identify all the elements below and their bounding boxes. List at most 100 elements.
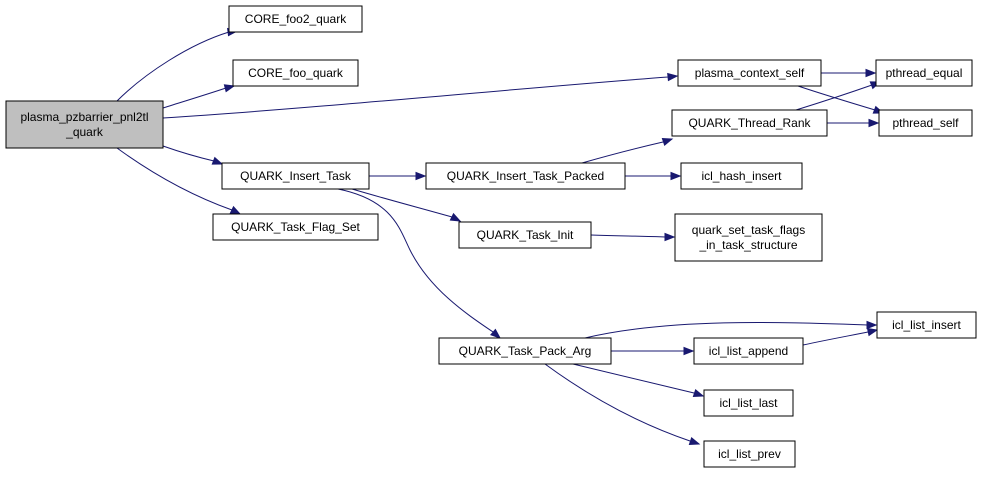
edge-root-to-insert_task (162, 145, 224, 165)
node-box (703, 440, 796, 468)
edge-line (337, 188, 501, 339)
node-set-flags[interactable]: quark_set_task_flags_in_task_structure (674, 213, 823, 262)
node-label: plasma_pzbarrier_pnl2tl (20, 110, 148, 124)
edge-line (797, 85, 884, 114)
node-label: _in_task_structure (698, 238, 797, 252)
edge-thread_rank-to-pthread_self (827, 118, 880, 128)
node-box (677, 59, 822, 87)
node-list-prev[interactable]: icl_list_prev (703, 440, 796, 468)
arrowhead (683, 346, 695, 356)
arrowhead (688, 436, 701, 446)
node-label: icl_hash_insert (701, 169, 782, 183)
edge-pack_arg-to-list_prev (544, 363, 701, 446)
node-pthread-self[interactable]: pthread_self (878, 109, 973, 137)
node-label: icl_list_last (719, 396, 778, 410)
arrowhead (865, 68, 877, 78)
node-label: pthread_equal (886, 66, 963, 80)
node-core-foo[interactable]: CORE_foo_quark (232, 59, 359, 87)
node-core-foo2[interactable]: CORE_foo2_quark (228, 5, 363, 33)
arrowhead (661, 137, 674, 147)
edge-line (590, 234, 674, 238)
node-thread-rank[interactable]: QUARK_Thread_Rank (671, 109, 828, 137)
edge-root-to-plasma_context_self (162, 72, 679, 119)
node-pthread-equal[interactable]: pthread_equal (875, 59, 973, 87)
edge-line (116, 30, 238, 102)
node-box (876, 311, 977, 339)
node-list-last[interactable]: icl_list_last (703, 389, 794, 417)
edge-plasma_context_self-to-pthread_self (797, 85, 885, 114)
edge-pack_arg-to-list_last (572, 363, 705, 398)
edge-line (581, 138, 673, 164)
node-label: icl_list_insert (892, 318, 961, 332)
edge-line (116, 147, 241, 215)
edge-plasma_context_self-to-pthread_equal (821, 68, 877, 78)
edge-insert_task_packed-to-hash_insert (625, 171, 682, 181)
arrowhead (868, 118, 880, 128)
node-box (693, 337, 804, 365)
node-label: icl_list_prev (718, 447, 781, 461)
node-label: CORE_foo2_quark (245, 12, 347, 26)
node-box (671, 109, 828, 137)
edge-insert_task-to-pack_arg (337, 188, 502, 339)
node-label: quark_set_task_flags (692, 223, 805, 237)
edge-line (162, 85, 235, 109)
node-box (878, 109, 973, 137)
node-label: CORE_foo_quark (248, 66, 344, 80)
arrowhead (223, 84, 236, 93)
node-box (232, 59, 359, 87)
node-box (458, 221, 592, 249)
node-box (221, 162, 370, 190)
node-label: plasma_context_self (695, 66, 805, 80)
node-label: icl_list_append (709, 344, 788, 358)
node-box (438, 337, 612, 365)
edge-line (572, 363, 704, 397)
edge-insert_task-to-task_init (351, 188, 462, 222)
arrowhead (664, 232, 676, 242)
edge-line (584, 322, 876, 339)
node-root: plasma_pzbarrier_pnl2tl_quark (5, 100, 164, 149)
node-label: QUARK_Task_Pack_Arg (459, 344, 592, 358)
node-insert-task[interactable]: QUARK_Insert_Task (221, 162, 370, 190)
node-pack-arg[interactable]: QUARK_Task_Pack_Arg (438, 337, 612, 365)
edge-line (802, 329, 878, 346)
node-list-insert[interactable]: icl_list_insert (876, 311, 977, 339)
node-task-flag-set[interactable]: QUARK_Task_Flag_Set (212, 213, 379, 241)
edge-root-to-core_foo (162, 84, 236, 109)
arrowhead (667, 72, 679, 82)
node-box (680, 162, 803, 190)
node-plasma-context-self[interactable]: plasma_context_self (677, 59, 822, 87)
node-box (5, 100, 164, 149)
node-label: QUARK_Insert_Task_Packed (447, 169, 604, 183)
node-box (212, 213, 379, 241)
node-label: QUARK_Insert_Task (240, 169, 352, 183)
edge-pack_arg-to-list_insert (584, 320, 878, 339)
edge-task_init-to-set_flags (590, 232, 676, 242)
node-label: _quark (65, 125, 104, 139)
node-task-init[interactable]: QUARK_Task_Init (458, 221, 592, 249)
node-label: QUARK_Task_Init (477, 228, 574, 242)
node-insert-task-packed[interactable]: QUARK_Insert_Task_Packed (425, 162, 626, 190)
edge-line (351, 188, 461, 222)
arrowhead (415, 171, 427, 181)
edge-insert_task_packed-to-thread_rank (581, 137, 674, 164)
node-hash-insert[interactable]: icl_hash_insert (680, 162, 803, 190)
edge-list_append-to-list_insert (802, 327, 879, 346)
edge-line (162, 75, 678, 119)
arrowhead (490, 328, 502, 339)
arrowhead (211, 156, 224, 165)
arrowhead (866, 327, 879, 337)
node-label: QUARK_Task_Flag_Set (231, 220, 360, 234)
node-label: QUARK_Thread_Rank (688, 116, 811, 130)
edge-pack_arg-to-list_append (611, 346, 695, 356)
node-box (228, 5, 363, 33)
arrowhead (866, 320, 878, 330)
node-box (425, 162, 626, 190)
edge-line (544, 363, 700, 445)
node-list-append[interactable]: icl_list_append (693, 337, 804, 365)
edge-insert_task-to-insert_task_packed (369, 171, 427, 181)
node-box (875, 59, 973, 87)
arrowhead (449, 212, 462, 222)
arrowhead (692, 388, 705, 398)
node-box (674, 213, 823, 262)
